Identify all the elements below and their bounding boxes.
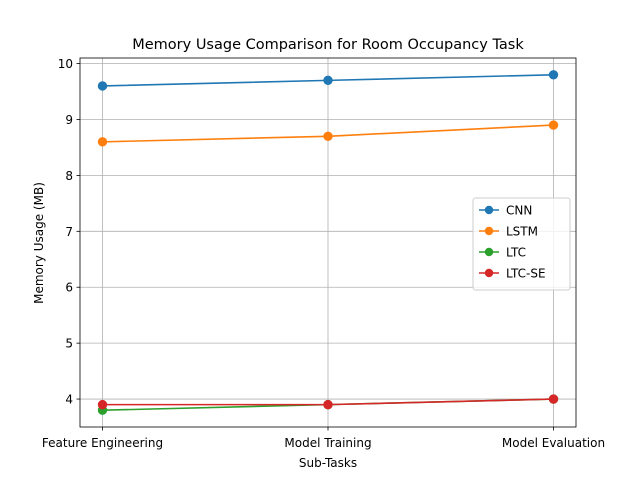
- y-tick-label: 9: [65, 113, 73, 127]
- data-point-lstm: [548, 120, 559, 130]
- legend-marker-ltc-se: [484, 268, 494, 278]
- x-tick-label: Feature Engineering: [42, 436, 163, 450]
- x-tick-label: Model Training: [284, 436, 371, 450]
- tick-labels: Feature Engineering Model Training Model E…: [42, 57, 605, 450]
- y-tick-label: 10: [58, 57, 73, 71]
- legend-label-ltc-se: LTC-SE: [506, 267, 546, 281]
- data-point-cnn: [548, 70, 559, 80]
- y-tick-label: 4: [65, 393, 73, 407]
- y-tick-label: 8: [65, 169, 73, 183]
- data-point-lstm: [97, 137, 108, 147]
- legend: CNN LSTM LTC LTC-SE: [472, 197, 571, 291]
- x-axis-label: Sub-Tasks: [299, 456, 357, 470]
- data-point-ltc-se: [323, 399, 333, 410]
- chart-title: Memory Usage Comparison for Room Occupan…: [132, 37, 524, 53]
- y-axis-label: Memory Usage (MB): [32, 182, 46, 304]
- legend-label-cnn: CNN: [506, 204, 532, 218]
- legend-label-lstm: LSTM: [506, 225, 538, 239]
- data-point-ltc-se: [97, 399, 108, 410]
- data-point-cnn: [323, 75, 333, 86]
- series-lines: [97, 70, 559, 415]
- data-point-ltc-se: [548, 394, 559, 404]
- legend-marker-lstm: [484, 226, 494, 236]
- legend-marker-ltc: [484, 247, 494, 257]
- legend-marker-cnn: [484, 205, 494, 215]
- data-point-lstm: [323, 131, 333, 141]
- y-tick-label: 6: [65, 281, 73, 295]
- x-tick-label: Model Evaluation: [502, 436, 605, 450]
- data-point-cnn: [97, 81, 108, 91]
- y-tick-label: 5: [65, 337, 73, 351]
- legend-label-ltc: LTC: [506, 246, 526, 260]
- legend-box: [472, 197, 571, 291]
- y-tick-label: 7: [65, 225, 73, 239]
